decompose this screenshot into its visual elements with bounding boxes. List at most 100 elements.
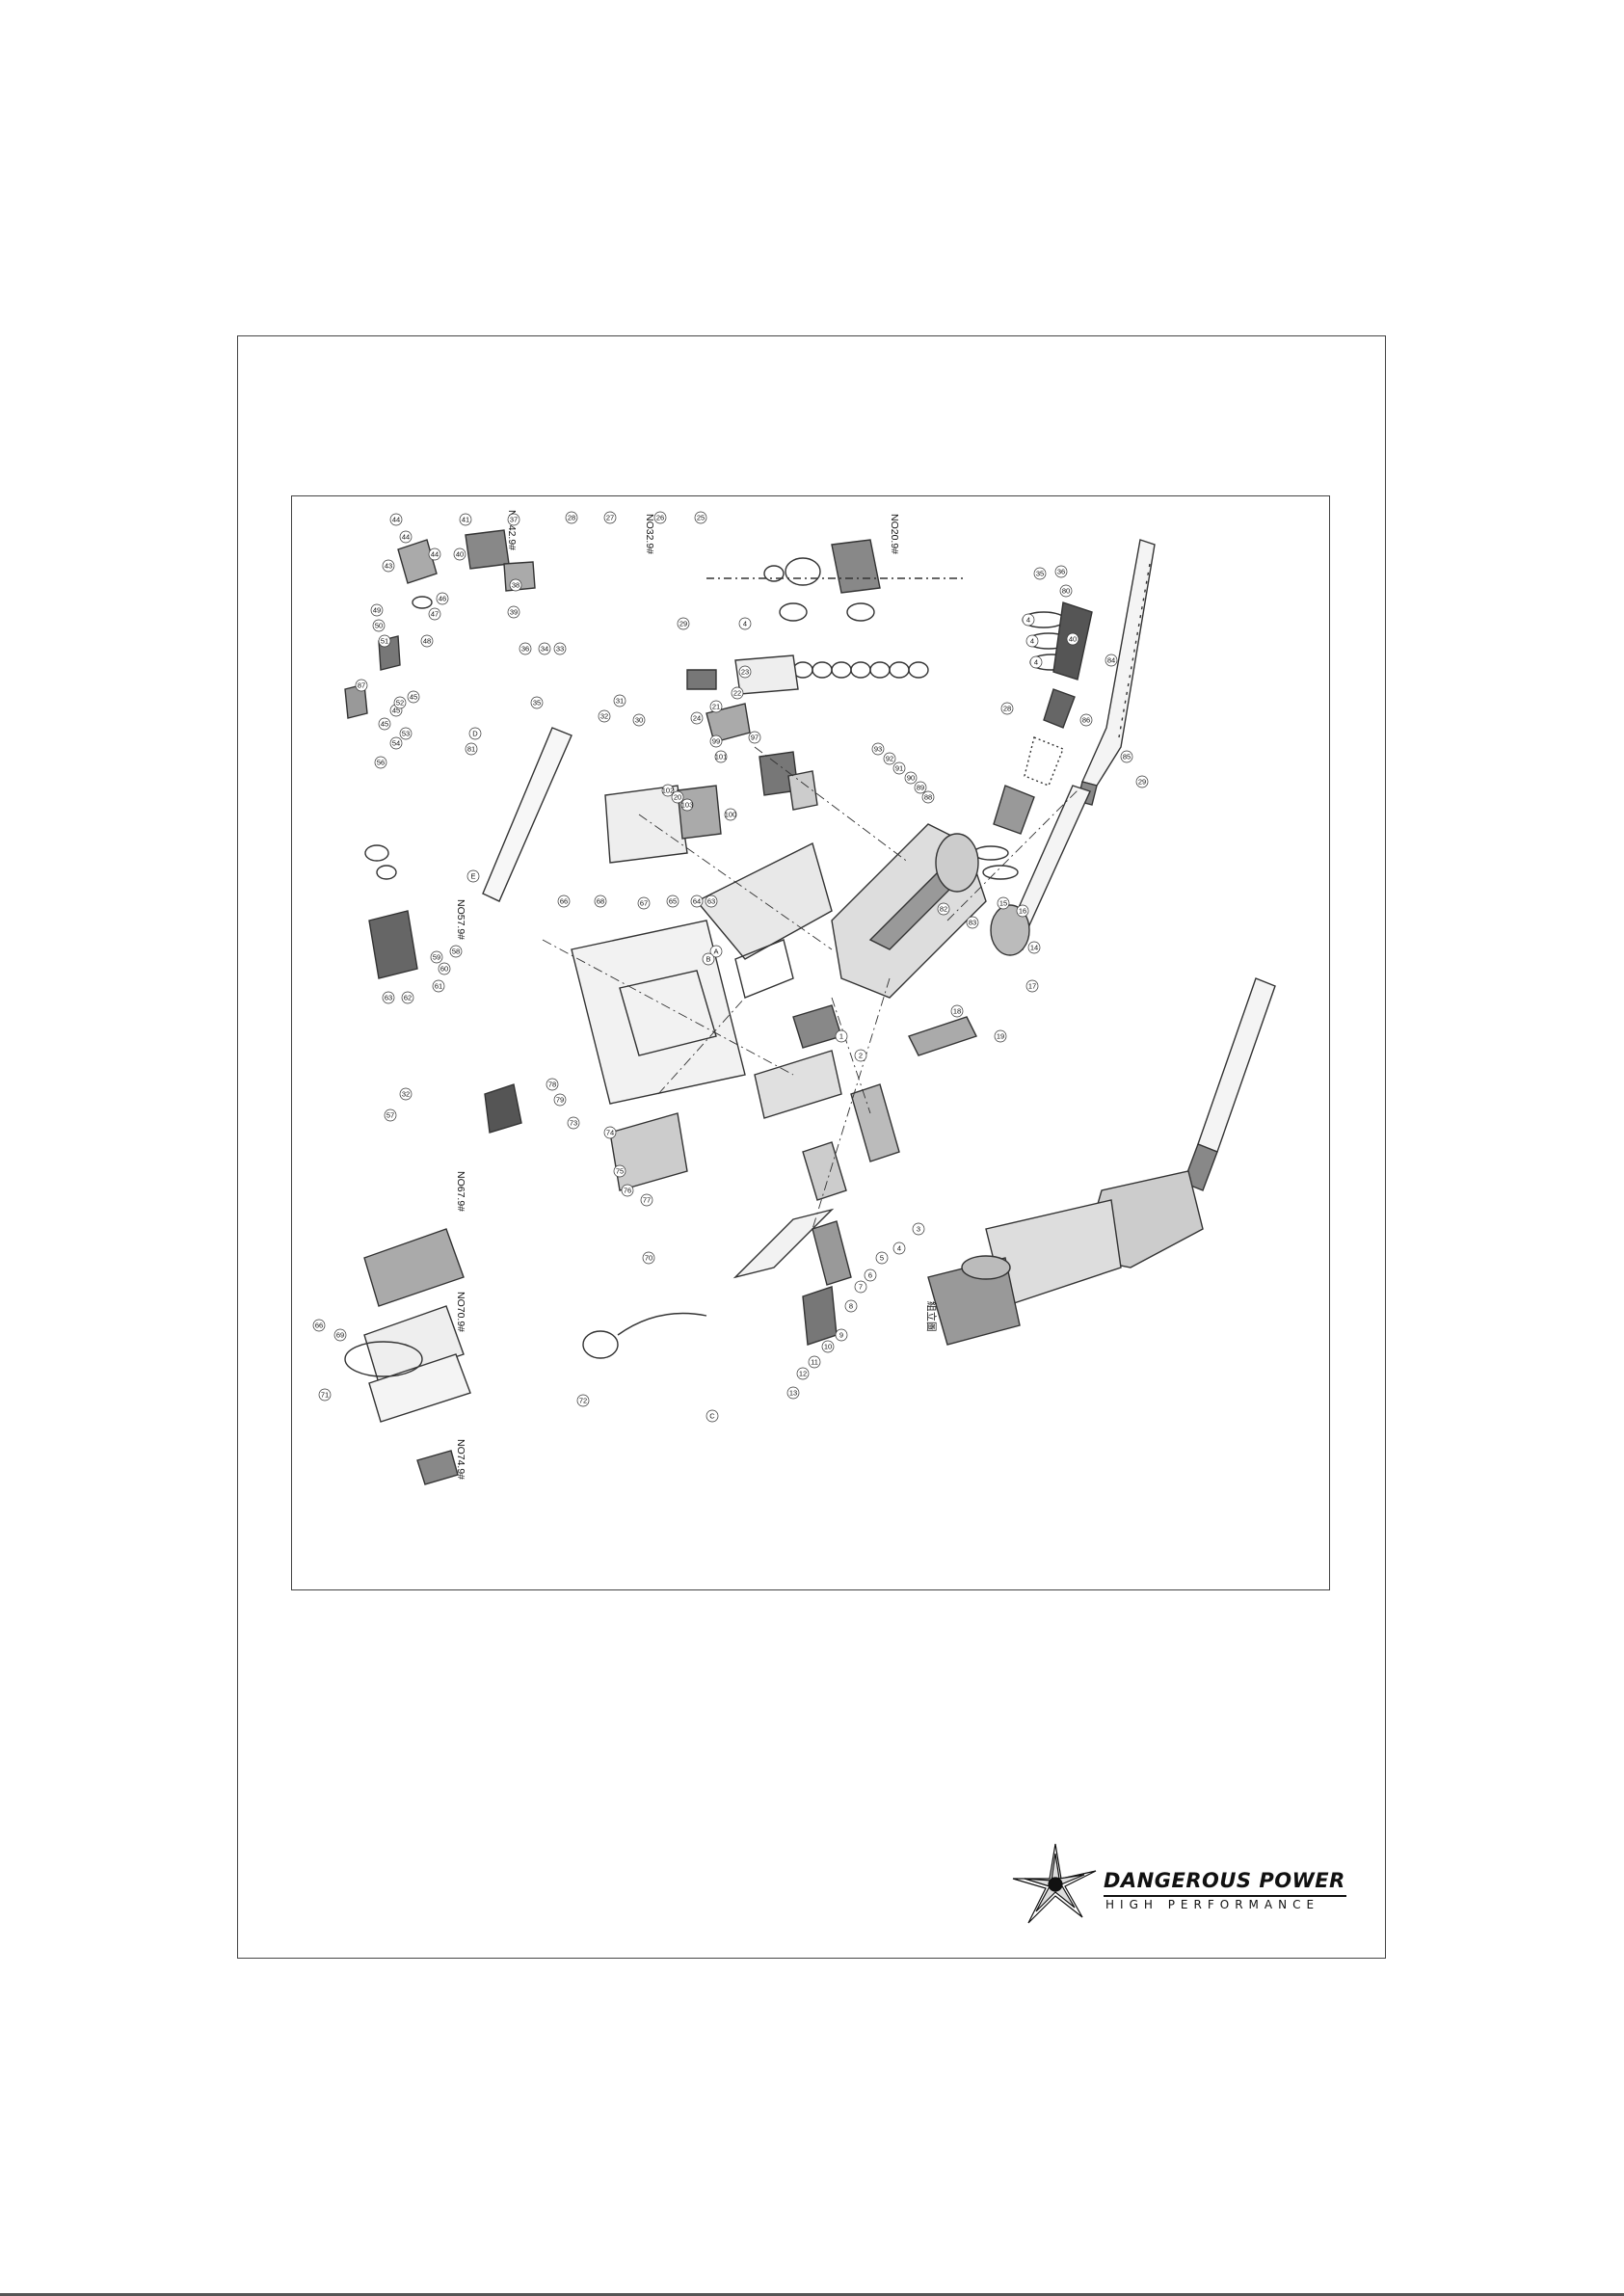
callout-16: 16 xyxy=(1016,904,1029,918)
callout-label: 2 xyxy=(859,1052,863,1060)
callout-33: 33 xyxy=(553,642,567,655)
callout-label: 67 xyxy=(640,899,648,908)
callout-69: 69 xyxy=(333,1328,347,1342)
group-label-70: NO70.9# xyxy=(455,1292,466,1332)
callout-label: 35 xyxy=(533,699,541,707)
callout-label: C xyxy=(709,1412,715,1421)
callout-label: 21 xyxy=(712,703,720,711)
callout-label: 99 xyxy=(712,737,720,746)
callout-label: 57 xyxy=(386,1111,394,1120)
callout-label: 16 xyxy=(1019,907,1026,916)
callout-18: 18 xyxy=(950,1004,964,1018)
callout-label: 53 xyxy=(402,730,410,738)
callout-label: 89 xyxy=(917,784,924,792)
callout-71: 71 xyxy=(318,1388,332,1402)
callout-15: 15 xyxy=(997,896,1010,910)
callout-label: 30 xyxy=(635,716,643,725)
callout-label: B xyxy=(706,955,710,964)
callout-80: 80 xyxy=(1059,584,1073,598)
callout-label: 49 xyxy=(373,606,381,615)
callout-label: 82 xyxy=(940,905,947,914)
callout-label: 63 xyxy=(385,994,392,1002)
front-assembly xyxy=(582,1083,900,1359)
callout-label: 37 xyxy=(510,516,518,524)
callout-label: 39 xyxy=(510,608,518,617)
valve-body xyxy=(604,751,818,864)
callout-45: 45 xyxy=(378,717,391,731)
callout-label: 29 xyxy=(1138,778,1146,787)
callout-label: 69 xyxy=(336,1331,344,1340)
callout-97: 97 xyxy=(748,731,761,744)
callout-B: B xyxy=(702,952,715,966)
callout-label: 40 xyxy=(1069,635,1077,644)
callout-10: 10 xyxy=(821,1340,835,1353)
callout-12: 12 xyxy=(796,1367,810,1380)
callout-label: 76 xyxy=(624,1187,631,1195)
callout-4: 4 xyxy=(892,1241,906,1255)
callout-label: 91 xyxy=(895,764,903,773)
callout-label: 27 xyxy=(606,514,614,522)
callout-19: 19 xyxy=(994,1029,1007,1043)
callout-label: 44 xyxy=(392,516,400,524)
callout-38: 38 xyxy=(509,578,522,592)
callout-label: 31 xyxy=(616,697,624,706)
callout-label: 97 xyxy=(751,734,759,742)
callout-label: 51 xyxy=(381,637,388,646)
callout-4: 4 xyxy=(1025,634,1039,648)
callout-label: 54 xyxy=(392,739,400,748)
callout-label: 71 xyxy=(321,1391,329,1400)
callout-29: 29 xyxy=(677,617,690,630)
callout-13: 13 xyxy=(786,1386,800,1400)
brand-tagline: HIGH PERFORMANCE xyxy=(1105,1898,1320,1911)
callout-40: 40 xyxy=(1066,632,1079,646)
callout-89: 89 xyxy=(914,781,927,794)
callout-label: 86 xyxy=(1082,716,1090,725)
callout-label: 101 xyxy=(715,753,728,761)
callout-label: 18 xyxy=(953,1007,961,1016)
callout-label: 14 xyxy=(1030,944,1038,952)
callout-label: 87 xyxy=(358,681,365,690)
callout-label: 80 xyxy=(1062,587,1070,596)
callout-51: 51 xyxy=(378,634,391,648)
callout-label: 5 xyxy=(880,1254,884,1263)
callout-label: 60 xyxy=(440,965,448,974)
barrel-upper xyxy=(1077,539,1156,806)
callout-label: 28 xyxy=(568,514,575,522)
callout-label: 103 xyxy=(681,801,694,810)
callout-90: 90 xyxy=(904,771,918,785)
callout-label: 48 xyxy=(423,637,431,646)
group-label-67: NO67.9# xyxy=(455,1171,466,1212)
callout-2: 2 xyxy=(854,1049,867,1062)
callout-58: 58 xyxy=(449,945,463,958)
callout-label: 35 xyxy=(1036,570,1044,578)
callout-label: 36 xyxy=(1057,568,1065,576)
callout-label: 73 xyxy=(570,1119,577,1128)
callout-14: 14 xyxy=(1027,941,1041,954)
page-frame xyxy=(237,335,1386,1959)
callout-label: 13 xyxy=(789,1389,797,1398)
callout-82: 82 xyxy=(937,902,950,916)
callout-4: 4 xyxy=(738,617,752,630)
callout-label: 66 xyxy=(315,1322,323,1330)
callout-label: 33 xyxy=(556,645,564,654)
callout-63: 63 xyxy=(382,991,395,1004)
callout-label: 26 xyxy=(656,514,664,522)
callout-label: 4 xyxy=(1030,637,1034,646)
callout-5: 5 xyxy=(875,1251,889,1265)
callout-label: 15 xyxy=(999,899,1007,908)
callout-46: 46 xyxy=(436,592,449,605)
callout-57: 57 xyxy=(384,1108,397,1122)
callout-21: 21 xyxy=(709,700,723,713)
callout-78: 78 xyxy=(546,1078,559,1091)
callout-label: 93 xyxy=(874,745,882,754)
callout-label: 20 xyxy=(674,793,681,802)
callout-label: 29 xyxy=(679,620,687,628)
callout-43: 43 xyxy=(382,559,395,573)
callout-93: 93 xyxy=(871,742,885,756)
callout-label: 65 xyxy=(669,897,677,906)
callout-E: E xyxy=(466,869,480,883)
callout-79: 79 xyxy=(553,1093,567,1107)
callout-label: 75 xyxy=(616,1167,624,1176)
group-label-32: NO32.9# xyxy=(644,514,655,554)
callout-61: 61 xyxy=(432,979,445,993)
